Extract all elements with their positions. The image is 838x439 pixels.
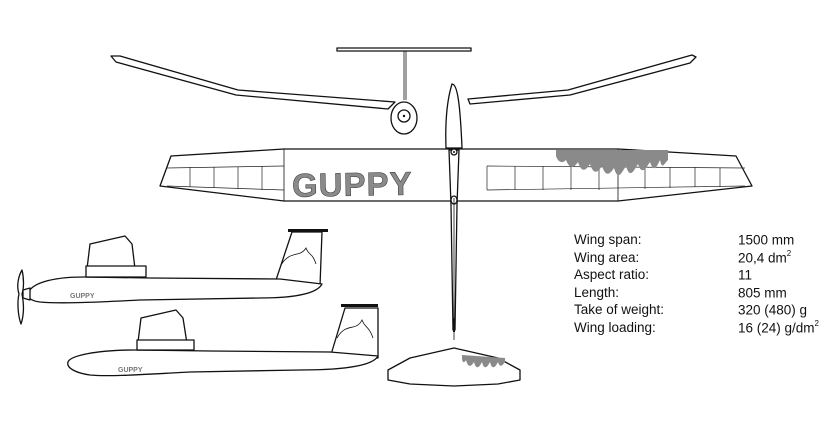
top-view-nose [445,83,463,149]
side-view-electric: GUPPY [17,229,328,325]
spec-label: Aspect ratio: [574,267,650,283]
spec-value: 1500 mm [738,232,794,248]
side-view-electric-wing-root [85,265,147,278]
side-view-glider-logo: GUPPY [118,367,143,374]
side-view-electric-spinner [22,287,31,301]
spec-value-text: 16 (24) g/dm [738,320,815,336]
spec-value-text: 20,4 dm [738,250,787,266]
spec-value: 320 (480) g [738,302,807,318]
spec-label: Wing area: [574,249,640,265]
side-view-glider-wing-root [136,339,195,351]
front-view-stabilizer [336,47,472,52]
side-view-glider-fuselage [67,349,379,377]
spec-label: Take of weight: [574,302,665,318]
wing-drip-decoration [556,150,668,176]
side-view-glider: GUPPY [67,304,379,377]
spec-value-text: 805 mm [738,285,787,301]
spec-value-text: 1500 mm [738,232,795,248]
side-view-electric-fin [273,231,323,287]
spec-value: 805 mm [738,285,787,301]
spec-value: 20,4 dm2 [738,248,792,266]
front-view [110,47,697,135]
side-view-electric-logo: GUPPY [70,293,95,300]
top-view: GUPPY [159,83,753,387]
spec-label: Wing loading: [574,319,656,335]
tail-drip-decoration [462,355,505,368]
spec-value-unit-exponent: 2 [786,248,792,258]
propeller-icon [17,269,25,325]
top-view-tailplane [387,347,521,387]
front-view-right-wing [467,54,697,105]
top-view-ribs [189,166,721,190]
spec-value-unit-exponent: 2 [814,318,819,328]
spec-value: 16 (24) g/dm2 [738,318,819,336]
side-view-electric-fuselage [27,276,323,304]
spec-label: Length: [574,284,620,300]
spec-label: Wing span: [574,232,642,247]
spec-value-text: 11 [738,267,753,283]
wing-logo-text: GUPPY [292,165,413,204]
front-view-left-wing [110,55,396,110]
spec-value-text: 320 (480) g [738,302,808,318]
spec-value: 11 [738,267,752,283]
